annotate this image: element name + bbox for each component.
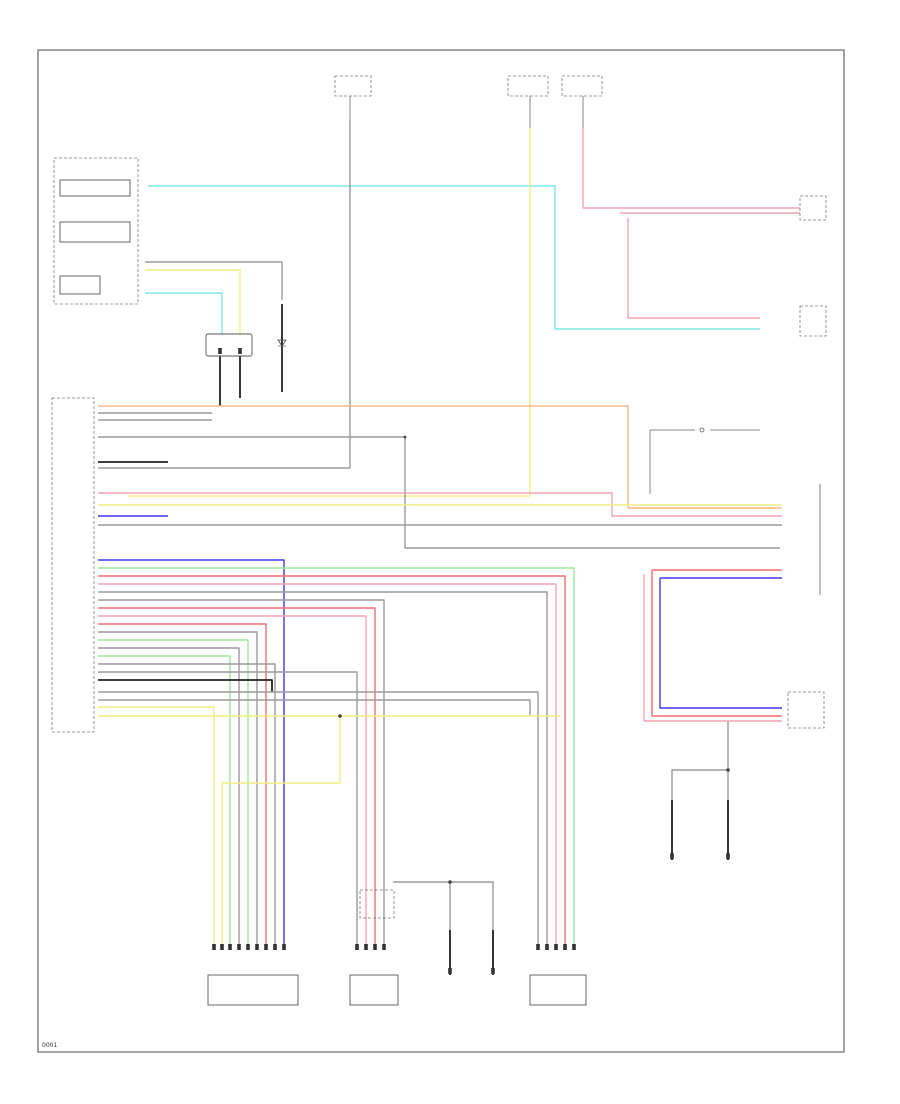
- wire-pink: [643, 574, 782, 722]
- connector-pin: [228, 944, 232, 950]
- wire-gray: [98, 691, 539, 948]
- fuse-block-right: [561, 75, 603, 128]
- splice-box: [359, 889, 395, 919]
- connector-pin: [238, 348, 242, 354]
- connector-pin: [726, 853, 730, 859]
- wire-pink: [98, 615, 367, 948]
- connector-pin: [448, 968, 452, 974]
- wire-gray: [393, 881, 494, 975]
- connector-pin: [212, 944, 216, 950]
- wire-green: [98, 655, 231, 948]
- connector-pin: [218, 348, 222, 354]
- connector-pin: [364, 944, 368, 950]
- wire-gray: [98, 671, 358, 948]
- wire-pink: [98, 583, 557, 948]
- wire-gray: [98, 663, 276, 948]
- connector-pin: [237, 944, 241, 950]
- lower-right-module: [787, 691, 825, 729]
- wire-pink: [627, 218, 760, 319]
- wire-cyan: [148, 185, 760, 330]
- wire-yellow: [128, 128, 531, 497]
- wire-pink: [582, 128, 800, 209]
- wire-layer: [98, 120, 800, 975]
- wire-yellow: [98, 706, 215, 948]
- wire-black: [98, 679, 273, 692]
- connector-pin: [355, 944, 359, 950]
- right-side-module-top: [799, 195, 827, 221]
- connector-pin: [255, 944, 259, 950]
- wire-gray: [98, 591, 548, 948]
- junction-nodes: [338, 435, 730, 884]
- wire-gray: [671, 722, 729, 860]
- wire-gray: [98, 699, 531, 715]
- wire-red: [98, 623, 267, 948]
- fuse-block-left: [334, 75, 372, 120]
- pin-layer: [212, 348, 730, 974]
- wire-blue: [659, 578, 782, 709]
- bottom-connector-center: [349, 974, 399, 1006]
- connector-pin: [670, 853, 674, 859]
- control-unit: [51, 397, 95, 733]
- wire-gray: [145, 261, 283, 300]
- connector-pin: [273, 944, 277, 950]
- connector-pin: [536, 944, 540, 950]
- wire-gray: [98, 647, 240, 948]
- wire-blue: [98, 559, 285, 948]
- connector-pin: [373, 944, 377, 950]
- right-side-module-middle: [799, 305, 827, 337]
- wire-orange: [98, 405, 782, 509]
- relay-block: [205, 333, 253, 357]
- connector-pin: [382, 944, 386, 950]
- connector-pin: [264, 944, 268, 950]
- footer-code: 0001: [42, 1042, 57, 1049]
- wire-green: [98, 639, 249, 948]
- bottom-connector-right: [529, 974, 587, 1006]
- wire-gray: [98, 120, 351, 469]
- fuse-block-center: [507, 75, 549, 128]
- wire-cyan: [145, 292, 223, 334]
- wire-yellow: [221, 716, 341, 948]
- bottom-connector-left: [207, 974, 299, 1006]
- wire-yellow: [145, 269, 241, 334]
- wire-green: [98, 567, 575, 948]
- meter-module: [53, 157, 139, 305]
- connector-pin: [220, 944, 224, 950]
- wire-gray: [98, 599, 385, 948]
- connector-pin: [572, 944, 576, 950]
- connector-pin: [554, 944, 558, 950]
- diode-element: [277, 339, 287, 347]
- wire-red: [98, 607, 376, 948]
- diagram-frame: [37, 49, 845, 1053]
- connector-pin: [246, 944, 250, 950]
- connector-pin: [491, 968, 495, 974]
- wire-red: [98, 575, 566, 948]
- wire-red: [651, 570, 782, 717]
- connector-pin: [563, 944, 567, 950]
- connector-pin: [282, 944, 286, 950]
- switch-assembly: [649, 427, 760, 494]
- connector-pin: [545, 944, 549, 950]
- wire-gray: [98, 631, 258, 948]
